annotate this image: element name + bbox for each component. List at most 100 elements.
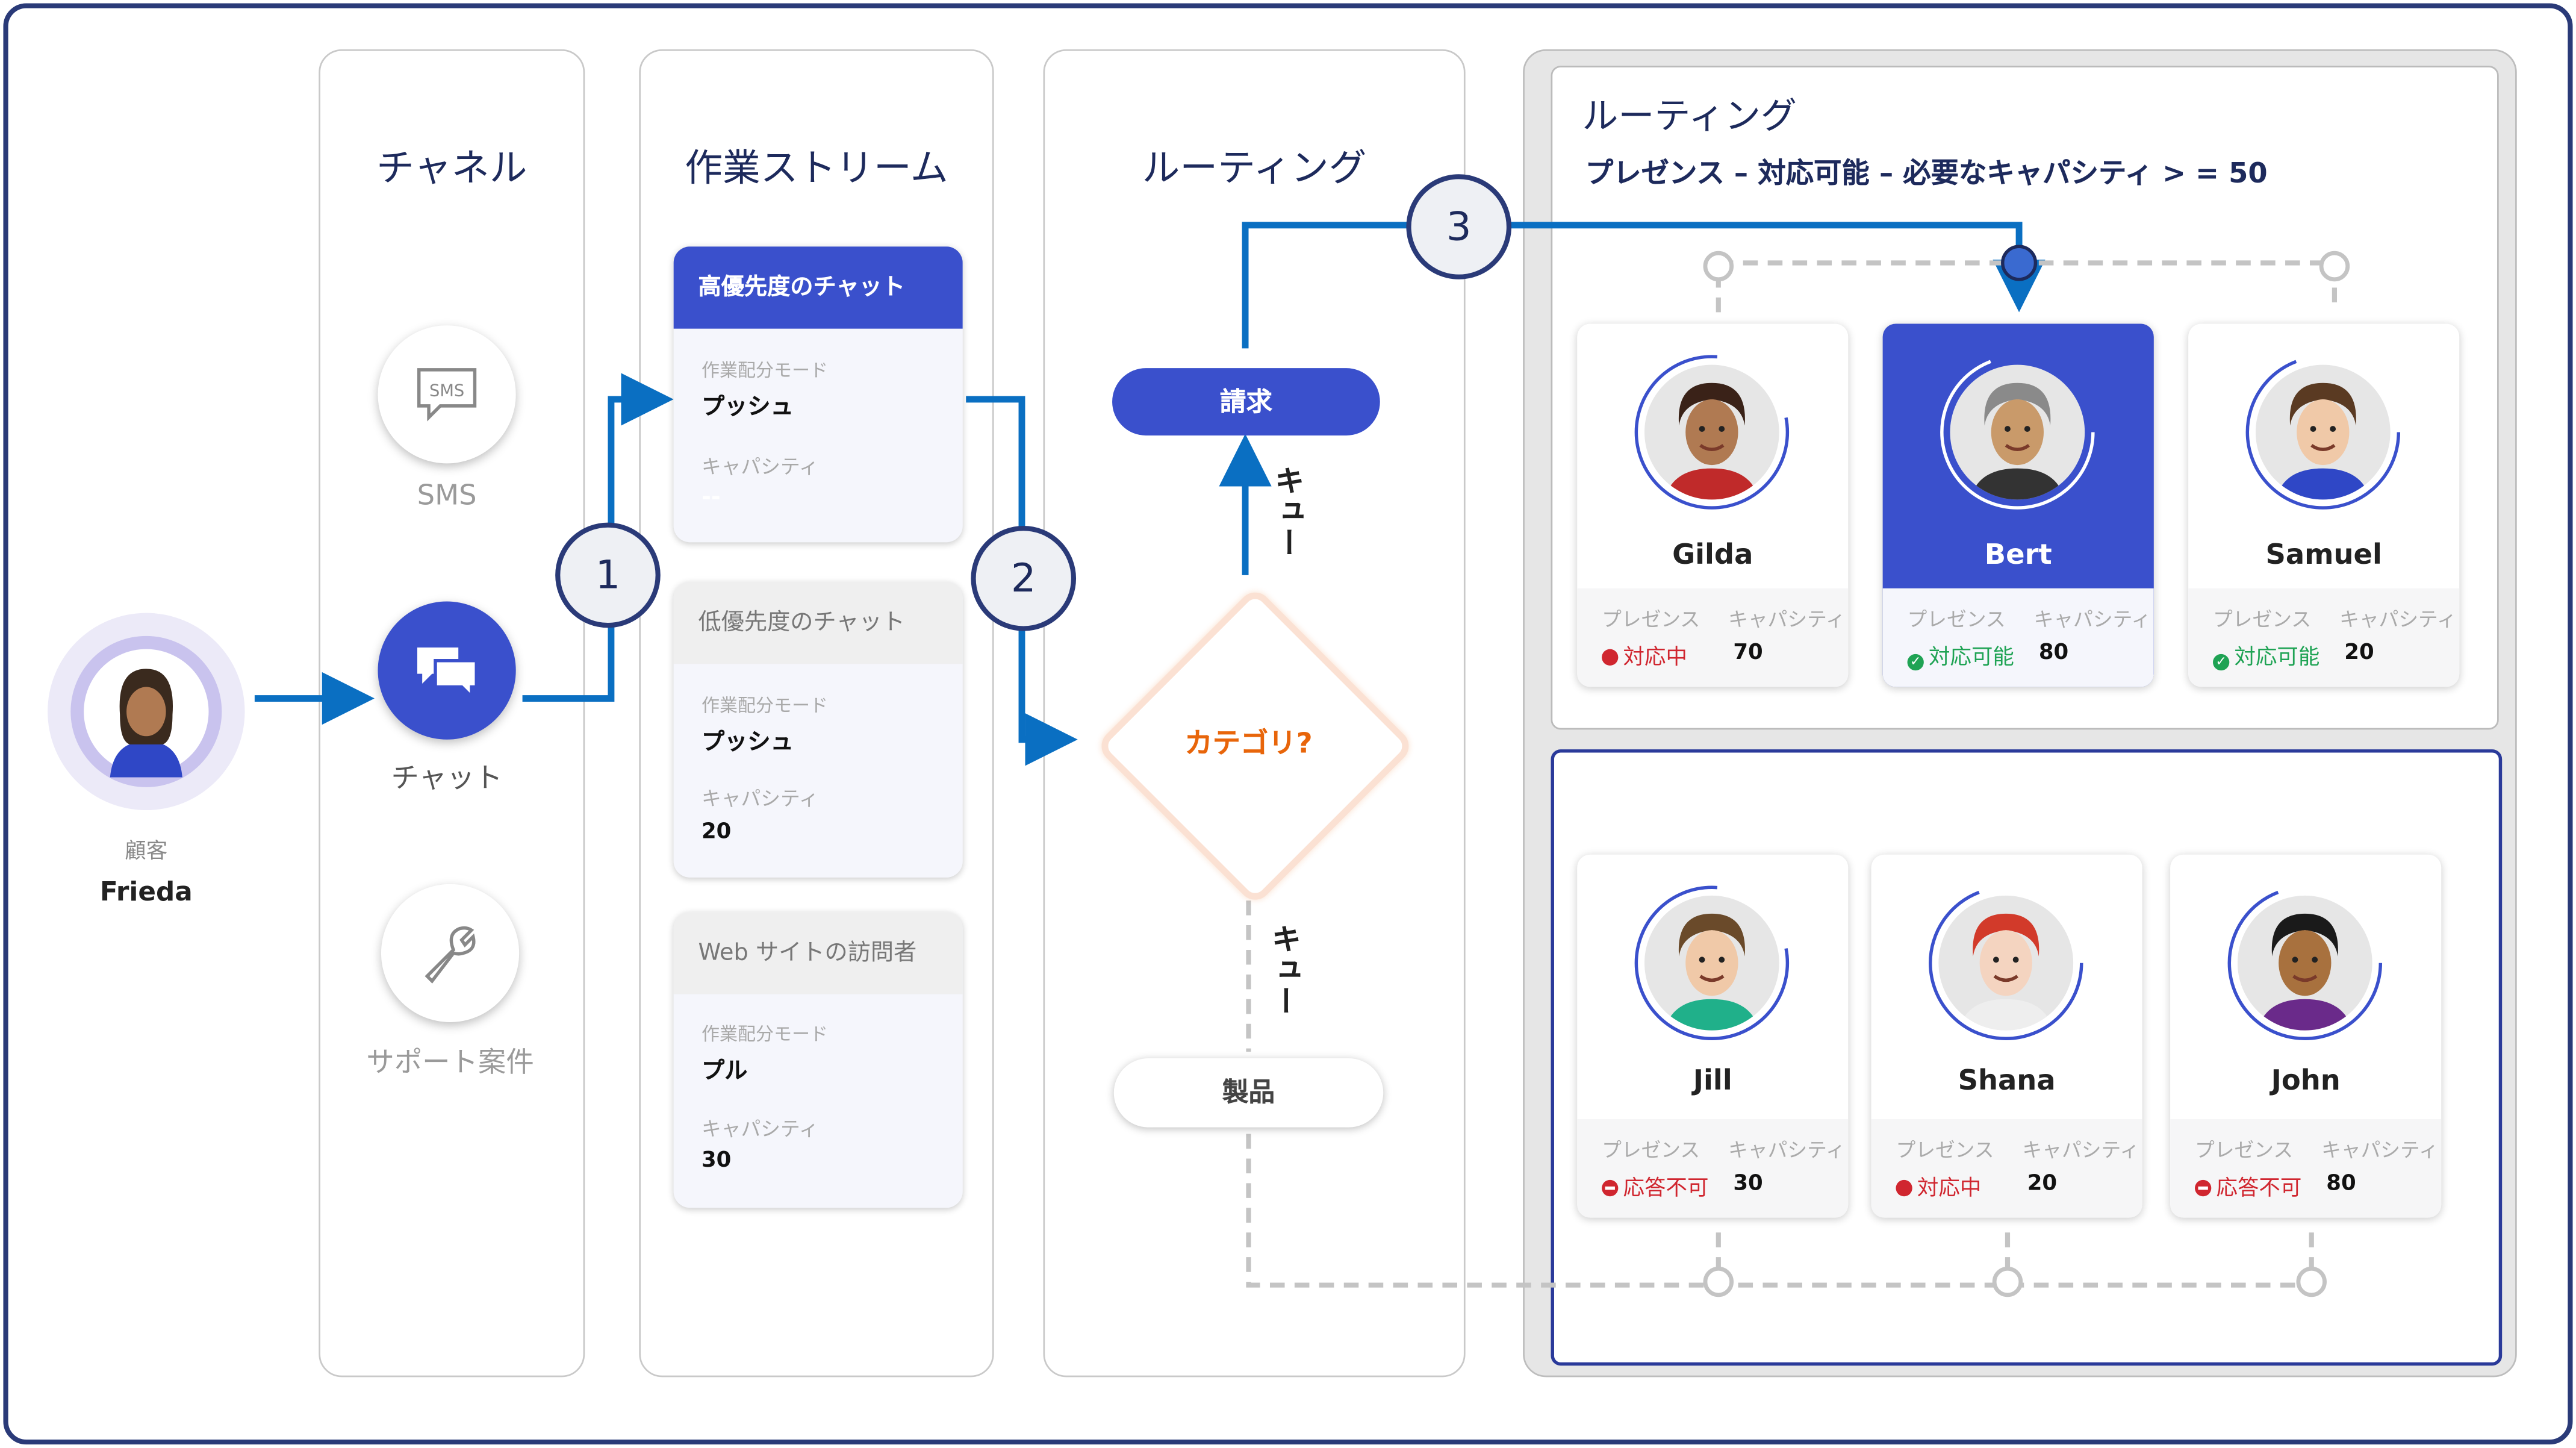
capacity-label: キャパシティ bbox=[2033, 608, 2151, 631]
case-label: サポート案件 bbox=[366, 1046, 534, 1080]
mode-value: プル bbox=[701, 1058, 748, 1085]
presence-status: 対応中 bbox=[1896, 1170, 1982, 1202]
mode-value: プッシュ bbox=[701, 729, 794, 757]
panel-subtitle: プレゼンス – 対応可能 – 必要なキャパシティ > = 50 bbox=[1585, 157, 2268, 191]
mode-value: プッシュ bbox=[701, 394, 794, 421]
customer-name: Frieda bbox=[99, 876, 193, 908]
capacity-value: -- bbox=[701, 484, 721, 511]
agent-card-samuel[interactable]: Samuel プレゼンス キャパシティ ✓対応可能 20 bbox=[2188, 323, 2460, 687]
agent-card-gilda[interactable]: Gilda プレゼンス キャパシティ対応中 70 bbox=[1577, 323, 1849, 687]
agent-avatar bbox=[2245, 355, 2401, 510]
presence-status-text: 対応可能 bbox=[2234, 646, 2320, 671]
outer-frame bbox=[3, 3, 2573, 1445]
customer-avatar bbox=[48, 613, 245, 811]
decision-label: カテゴリ? bbox=[1184, 728, 1313, 761]
presence-status-text: 応答不可 bbox=[1623, 1176, 1709, 1202]
presence-label: プレゼンス bbox=[2195, 1138, 2294, 1162]
presence-label: プレゼンス bbox=[1602, 1138, 1700, 1162]
agent-card-john[interactable]: John プレゼンス キャパシティ応答不可 80 bbox=[2170, 854, 2442, 1218]
presence-status: 応答不可 bbox=[1602, 1170, 1709, 1202]
customer-role: 顧客 bbox=[125, 840, 168, 865]
capacity-label: キャパシティ bbox=[701, 1117, 819, 1141]
case-channel[interactable] bbox=[381, 884, 520, 1023]
presence-status-text: 対応中 bbox=[1623, 646, 1688, 671]
capacity-value: 20 bbox=[701, 820, 732, 845]
presence-label: プレゼンス bbox=[1602, 608, 1700, 631]
available-check-icon: ✓ bbox=[1907, 654, 1924, 671]
channel-heading: チャネル bbox=[376, 148, 527, 191]
capacity-label: キャパシティ bbox=[1728, 608, 1846, 631]
capacity-label: キャパシティ bbox=[2022, 1138, 2140, 1162]
agent-name: Samuel bbox=[2265, 538, 2382, 572]
svg-text:SMS: SMS bbox=[429, 382, 464, 401]
routing-heading: ルーティング bbox=[1142, 148, 1367, 191]
capacity-value: 80 bbox=[2326, 1172, 2356, 1197]
capacity-value: 80 bbox=[2038, 641, 2069, 666]
agent-avatar bbox=[1940, 355, 2095, 510]
agent-card-jill[interactable]: Jill プレゼンス キャパシティ応答不可 30 bbox=[1577, 854, 1849, 1218]
presence-label: プレゼンス bbox=[2213, 608, 2312, 631]
presence-status: ✓ 対応可能 bbox=[1907, 639, 2014, 671]
workstream-card-website-visitors[interactable]: Web サイトの訪問者 作業配分モード プル キャパシティ 30 bbox=[673, 912, 963, 1208]
chat-label: チャット bbox=[391, 762, 503, 796]
mode-label: 作業配分モード bbox=[701, 695, 829, 717]
do-not-disturb-icon bbox=[1602, 1179, 1619, 1197]
do-not-disturb-icon bbox=[2195, 1179, 2212, 1197]
busy-dot-icon bbox=[1896, 1179, 1912, 1197]
sms-icon: SMS bbox=[417, 368, 477, 422]
mode-label: 作業配分モード bbox=[701, 1023, 829, 1046]
mode-label: 作業配分モード bbox=[701, 360, 829, 381]
agent-avatar bbox=[1634, 355, 1790, 510]
workstream-title: Web サイトの訪問者 bbox=[673, 912, 963, 994]
wrench-icon bbox=[425, 926, 476, 984]
agent-card-bert[interactable]: Bert プレゼンス キャパシティ ✓ 対応可能 80 bbox=[1882, 323, 2154, 687]
agent-name: Jill bbox=[1693, 1064, 1732, 1098]
agent-avatar bbox=[1929, 885, 2083, 1041]
available-check-icon: ✓ bbox=[2213, 654, 2230, 671]
capacity-label: キャパシティ bbox=[2321, 1138, 2439, 1162]
step-3-badge: 3 bbox=[1406, 174, 1512, 279]
queue-label-product: キュー bbox=[1266, 923, 1301, 1017]
presence-status: ✓対応可能 bbox=[2213, 639, 2320, 671]
panel-title: ルーティング bbox=[1582, 96, 1797, 139]
capacity-value: 30 bbox=[701, 1149, 732, 1174]
agent-name: John bbox=[2271, 1064, 2341, 1098]
sms-channel[interactable]: SMS bbox=[378, 325, 516, 464]
busy-dot-icon bbox=[1602, 649, 1619, 666]
workstream-title: 低優先度のチャット bbox=[673, 581, 963, 664]
chat-icon bbox=[417, 647, 478, 701]
chat-channel[interactable] bbox=[378, 601, 516, 740]
capacity-label: キャパシティ bbox=[701, 787, 819, 811]
capacity-label: キャパシティ bbox=[701, 455, 819, 478]
capacity-value: 20 bbox=[2344, 641, 2374, 666]
agent-name: Bert bbox=[1984, 538, 2052, 572]
presence-label: プレゼンス bbox=[1896, 1138, 1994, 1162]
agent-name: Shana bbox=[1958, 1064, 2056, 1098]
step-2-badge: 2 bbox=[971, 526, 1077, 631]
workstream-card-high-priority-chat[interactable]: 高優先度のチャット 作業配分モード プッシュ キャパシティ -- bbox=[673, 246, 963, 543]
presence-status: 対応中 bbox=[1602, 639, 1687, 670]
sms-label: SMS bbox=[417, 479, 477, 513]
customer-face-icon bbox=[84, 649, 209, 778]
billing-queue[interactable]: 請求 bbox=[1112, 368, 1380, 435]
capacity-label: キャパシティ bbox=[2339, 608, 2457, 631]
agent-card-shana[interactable]: Shana プレゼンス キャパシティ対応中 20 bbox=[1871, 854, 2142, 1218]
product-queue[interactable]: 製品 bbox=[1113, 1058, 1384, 1128]
workstream-card-low-priority-chat[interactable]: 低優先度のチャット 作業配分モード プッシュ キャパシティ 20 bbox=[673, 581, 963, 878]
capacity-value: 70 bbox=[1733, 641, 1763, 666]
capacity-label: キャパシティ bbox=[1728, 1138, 1846, 1162]
queue-label-billing: キュー bbox=[1269, 465, 1305, 559]
presence-status-text: 応答不可 bbox=[2216, 1176, 2302, 1202]
capacity-value: 20 bbox=[2027, 1172, 2058, 1197]
agent-name: Gilda bbox=[1672, 538, 1753, 572]
workstream-title: 高優先度のチャット bbox=[673, 246, 963, 329]
workstream-heading: 作業ストリーム bbox=[685, 148, 948, 191]
agent-avatar bbox=[1634, 885, 1790, 1041]
step-1-badge: 1 bbox=[555, 522, 661, 628]
presence-label: プレゼンス bbox=[1907, 608, 2006, 631]
presence-status-text: 対応中 bbox=[1917, 1176, 1982, 1202]
agent-avatar bbox=[2227, 885, 2383, 1041]
presence-status-text: 対応可能 bbox=[1929, 646, 2014, 671]
capacity-value: 30 bbox=[1733, 1172, 1763, 1197]
presence-status: 応答不可 bbox=[2195, 1170, 2302, 1202]
